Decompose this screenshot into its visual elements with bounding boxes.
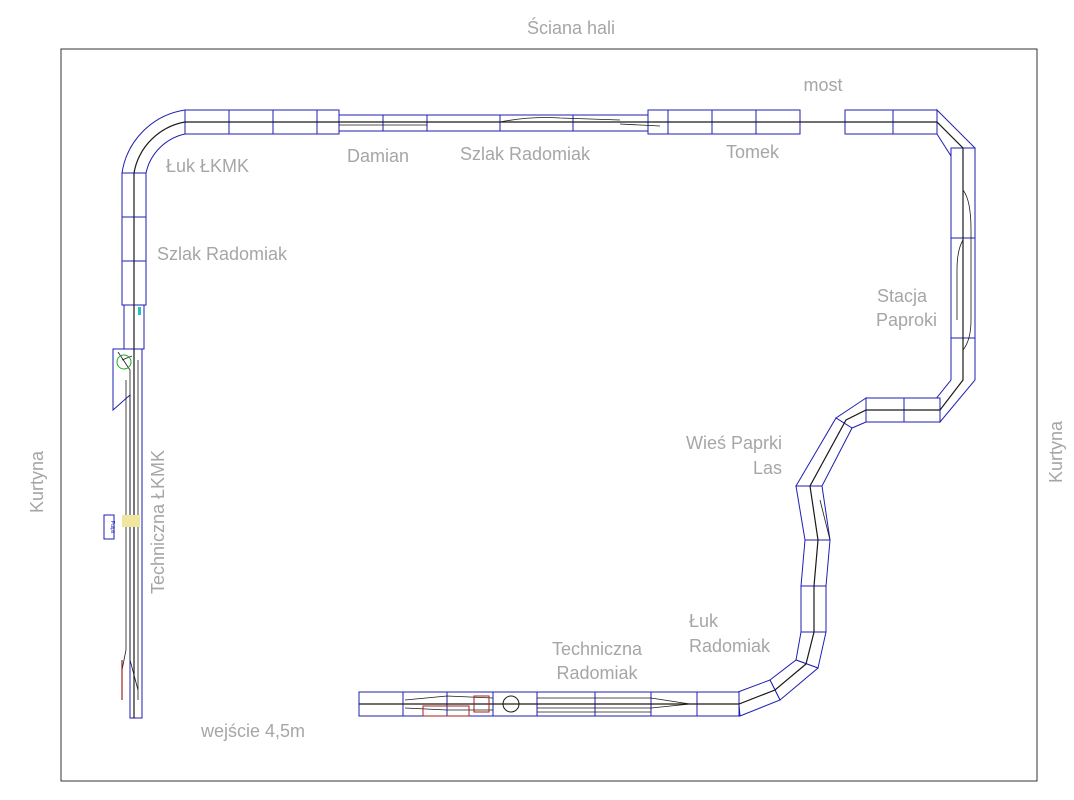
tech-rad-label-line2: Radomiak xyxy=(556,663,638,683)
village-label-line2: Las xyxy=(753,458,782,478)
curve-lkmk-label: Łuk ŁKMK xyxy=(166,156,249,176)
control-panel-label: Pulpit xyxy=(109,521,115,534)
village-module xyxy=(795,417,853,487)
module xyxy=(572,114,649,132)
wall-label: Ściana hali xyxy=(527,17,615,38)
technical-lkmk-module xyxy=(112,348,143,719)
marker xyxy=(122,515,140,527)
building xyxy=(422,705,470,717)
module xyxy=(382,114,428,132)
curtain-left-label: Kurtyna xyxy=(27,450,47,513)
szlak-top-label: Szlak Radomiak xyxy=(460,144,591,164)
room-border xyxy=(60,48,1038,782)
curve-rad-label-line2: Radomiak xyxy=(689,636,771,656)
right-modules xyxy=(737,147,976,717)
turntable xyxy=(502,695,520,713)
szlak-left-label: Szlak Radomiak xyxy=(157,244,288,264)
main-track xyxy=(117,117,972,718)
technical-lkmk-label: Techniczna ŁKMK xyxy=(148,450,168,594)
signal xyxy=(116,354,132,370)
tech-rad-label-line1: Techniczna xyxy=(552,639,643,659)
curve-module xyxy=(737,679,781,717)
station-label-line2: Paproki xyxy=(876,310,937,330)
station-label-line1: Stacja xyxy=(877,286,928,306)
module xyxy=(426,114,501,132)
curve-rad-label-line1: Łuk xyxy=(689,611,719,631)
module xyxy=(338,114,384,132)
tomek-label: Tomek xyxy=(726,142,780,162)
marker xyxy=(138,307,141,315)
bridge-label: most xyxy=(803,75,842,95)
village-label-line1: Wieś Paprki xyxy=(686,433,782,453)
damian-label: Damian xyxy=(347,146,409,166)
village-module xyxy=(795,485,831,541)
curtain-right-label: Kurtyna xyxy=(1046,420,1066,483)
control-panel-box xyxy=(103,514,115,540)
entrance-label: wejście 4,5m xyxy=(200,721,305,741)
left-modules xyxy=(112,172,147,719)
building xyxy=(473,695,490,713)
